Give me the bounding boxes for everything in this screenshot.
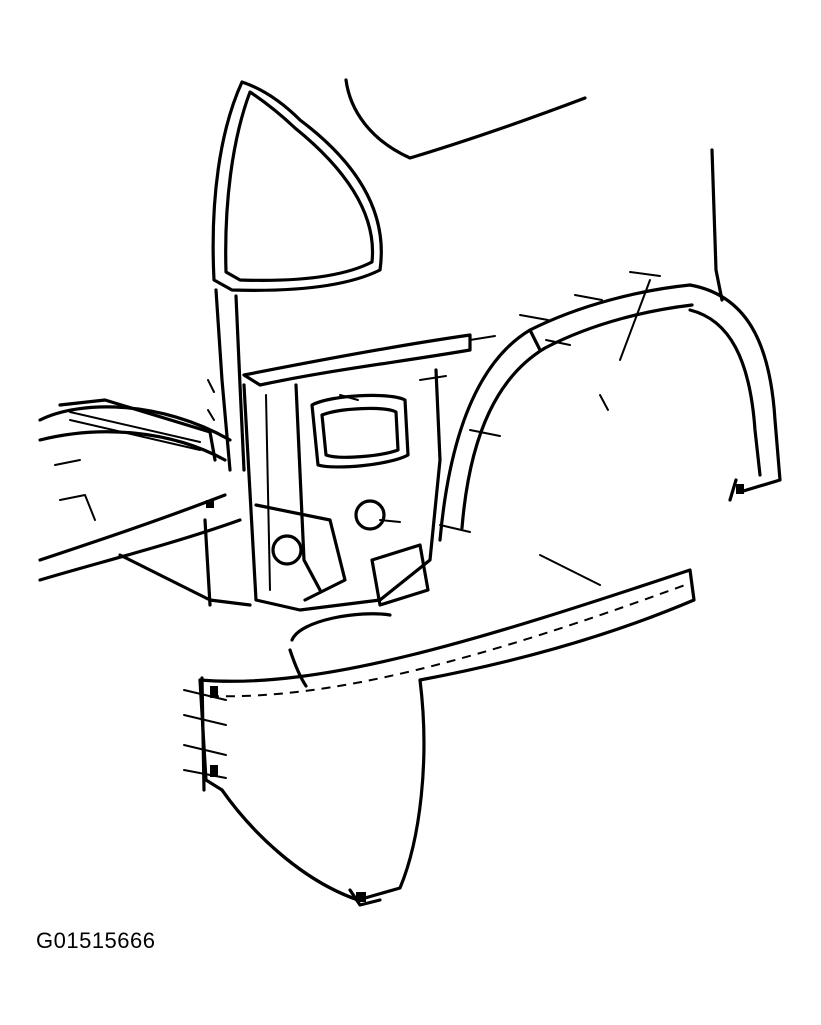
wheelhouse-arch: [438, 283, 782, 542]
fastener-markers: [183, 271, 661, 779]
rear-quarter-inner-panel: [242, 333, 472, 612]
floor-sill-assembly: [38, 398, 252, 607]
figure-code: G01515666: [36, 928, 156, 953]
quarter-panel-lower: [198, 568, 696, 907]
weld-tabs: [206, 484, 744, 902]
b-pillar: [214, 148, 724, 472]
upper-body-panel: [211, 78, 587, 292]
